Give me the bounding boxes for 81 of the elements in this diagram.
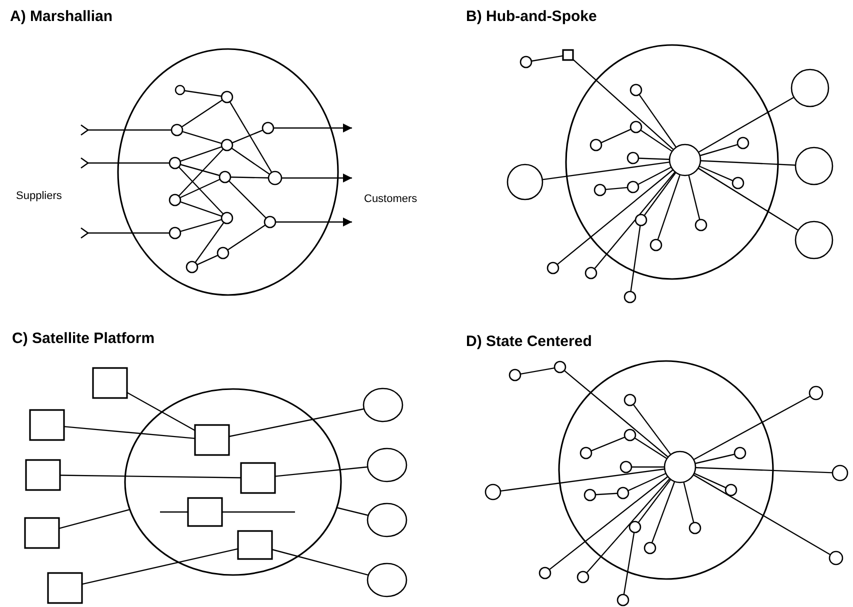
connector-line	[698, 168, 798, 230]
connector-line	[700, 144, 738, 156]
connector-line	[638, 479, 671, 523]
connector-line	[694, 396, 810, 460]
arrow	[282, 174, 352, 182]
connector-line	[638, 166, 672, 185]
connector-line	[180, 201, 222, 217]
connector-line	[606, 186, 628, 190]
connector-line	[638, 94, 676, 148]
connector-line	[694, 474, 830, 555]
connector-line	[601, 128, 631, 144]
connector-line	[696, 467, 832, 474]
arrow	[274, 124, 352, 132]
connector-line	[230, 102, 272, 172]
panel-title: D) State Centered	[466, 333, 592, 350]
connector-line	[336, 507, 368, 516]
connector-line	[630, 226, 641, 292]
connector-line	[274, 466, 368, 477]
connector-line	[197, 254, 218, 266]
connector-line	[230, 176, 268, 178]
arrow	[80, 157, 169, 169]
connector-line	[195, 222, 224, 262]
side-label: Suppliers	[16, 190, 62, 202]
connector-line	[160, 511, 188, 513]
connector-line	[182, 131, 222, 144]
connector-line	[82, 548, 238, 585]
arrow	[276, 218, 352, 226]
connector-line	[180, 178, 220, 198]
connector-line	[698, 96, 794, 153]
connector-line	[557, 170, 673, 265]
arrow	[80, 124, 171, 136]
connector-line	[64, 426, 196, 440]
connector-line	[683, 482, 694, 522]
connector-line	[700, 160, 796, 166]
connector-line	[634, 438, 667, 459]
connector-line	[500, 468, 664, 492]
connector-line	[520, 367, 554, 375]
connector-line	[232, 130, 263, 144]
connector-line	[652, 482, 675, 543]
connector-line	[228, 224, 266, 250]
panel-title: A) Marshallian	[10, 8, 113, 25]
connector-line	[572, 59, 674, 150]
connector-line	[222, 511, 295, 513]
connector-line	[688, 175, 700, 220]
connector-line	[657, 174, 680, 240]
connector-line	[699, 166, 733, 182]
connector-line	[596, 492, 618, 496]
connector-line	[638, 158, 670, 160]
connector-line	[228, 180, 266, 218]
connector-line	[532, 55, 564, 62]
connector-line	[180, 164, 220, 176]
connector-line	[628, 473, 666, 492]
panel-title: C) Satellite Platform	[12, 330, 155, 347]
connector-line	[695, 454, 734, 464]
connector-line	[632, 466, 664, 468]
connector-line	[232, 148, 270, 175]
connector-line	[623, 532, 635, 594]
connector-line	[549, 476, 668, 570]
connector-line	[694, 473, 726, 488]
connector-line	[60, 474, 241, 478]
connector-line	[586, 478, 670, 573]
connector-line	[228, 408, 364, 438]
connector-line	[591, 436, 625, 452]
connector-line	[184, 90, 222, 97]
connector-line	[178, 166, 224, 214]
connector-line	[644, 172, 676, 216]
connector-line	[180, 146, 222, 162]
connector-line	[272, 548, 368, 576]
connector-line	[126, 392, 196, 432]
side-label: Customers	[364, 193, 418, 205]
connector-line	[594, 172, 676, 269]
panel-title: B) Hub-and-Spoke	[466, 8, 597, 25]
connector-line	[640, 130, 672, 152]
connector-line	[58, 508, 130, 530]
connector-line	[633, 404, 671, 455]
connector-line	[542, 162, 670, 180]
arrow	[80, 227, 169, 239]
connector-line	[182, 100, 222, 128]
connector-line	[564, 370, 668, 458]
connector-line	[180, 219, 222, 232]
connector-line	[178, 148, 224, 196]
